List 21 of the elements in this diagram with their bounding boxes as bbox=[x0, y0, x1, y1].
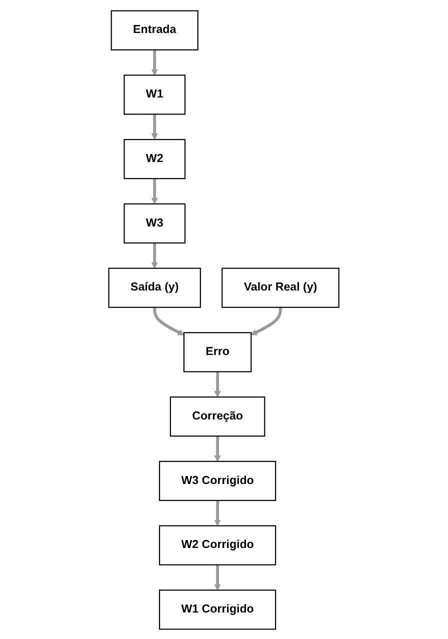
arrow bbox=[214, 371, 221, 397]
arrow bbox=[251, 306, 282, 335]
node-box: W3 bbox=[124, 202, 186, 243]
node-box: Saída (y) bbox=[108, 267, 202, 308]
arrow bbox=[152, 178, 158, 204]
arrow bbox=[152, 114, 158, 140]
node-box: W1 bbox=[124, 74, 186, 114]
node-box: Valor Real (y) bbox=[222, 267, 340, 308]
arrow bbox=[152, 242, 158, 268]
node-box: Erro bbox=[184, 332, 252, 372]
node-box: W2 Corrigido bbox=[159, 524, 276, 565]
arrow bbox=[214, 500, 221, 526]
arrow bbox=[152, 49, 158, 75]
node-box: Correção bbox=[170, 396, 266, 436]
arrow bbox=[214, 564, 221, 590]
node-box: W3 Corrigido bbox=[159, 460, 276, 500]
node-box: W2 bbox=[124, 138, 186, 179]
arrow bbox=[153, 306, 184, 335]
node-box: Entrada bbox=[111, 10, 199, 50]
arrow bbox=[214, 436, 221, 462]
node-box: W1 Corrigido bbox=[159, 589, 276, 630]
